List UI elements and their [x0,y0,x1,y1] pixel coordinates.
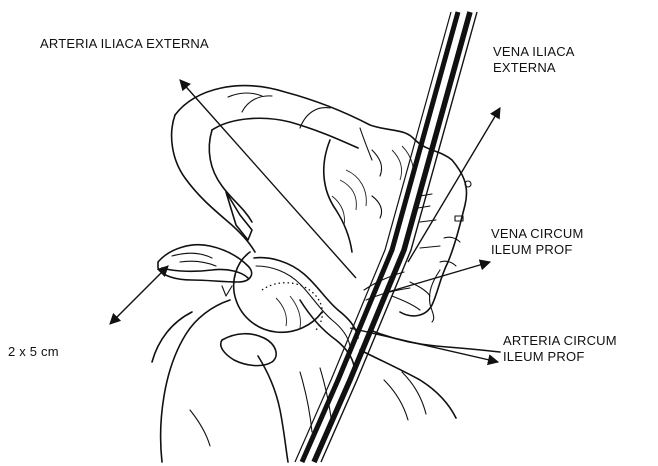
label-vena-iliaca-line1: VENA ILIACA [493,44,575,60]
label-vena-circum-line2: ILEUM PROF [491,242,584,258]
bone-graft-block [158,245,252,296]
label-arteria-circum-line2: ILEUM PROF [503,349,617,365]
label-vena-circum-line1: VENA CIRCUM [491,226,584,242]
vessels [254,12,477,462]
label-arteria-circum-line1: ARTERIA CIRCUM [503,333,617,349]
label-vena-iliaca-externa: VENA ILIACA EXTERNA [493,44,575,76]
label-arteria-circum-ileum-prof: ARTERIA CIRCUM ILEUM PROF [503,333,617,365]
label-vena-circum-ileum-prof: VENA CIRCUM ILEUM PROF [491,226,584,258]
label-dimension: 2 x 5 cm [8,344,59,360]
arrow-arteria-iliaca-externa [180,80,356,278]
dimension-arrow [110,266,168,324]
label-arteria-iliaca-externa: ARTERIA ILIACA EXTERNA [40,36,209,52]
label-vena-iliaca-line2: EXTERNA [493,60,575,76]
